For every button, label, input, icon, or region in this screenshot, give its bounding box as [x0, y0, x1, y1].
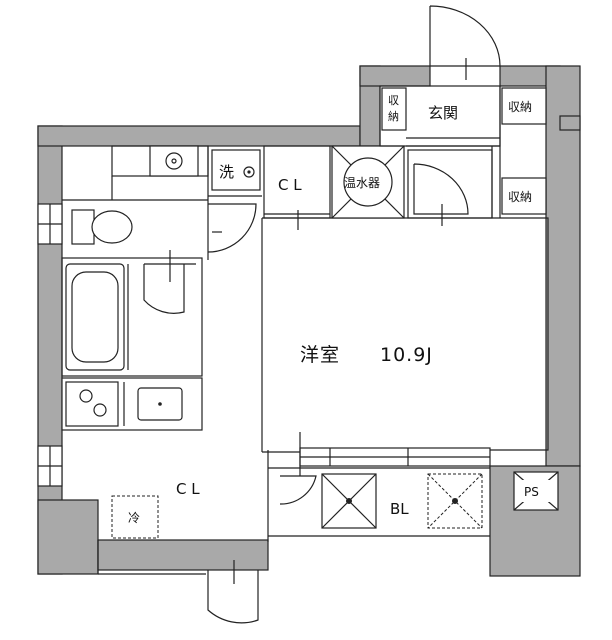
closet-center	[263, 145, 331, 219]
ac-unit-outdoor	[427, 473, 483, 529]
closet-bottom-label: C L	[176, 480, 200, 498]
ps-label: PS	[524, 485, 539, 499]
closet-center-label: C L	[278, 176, 302, 194]
inner-lines	[261, 217, 549, 542]
bath-area	[61, 250, 203, 377]
sink	[137, 387, 183, 421]
stove	[65, 381, 119, 427]
washer-box	[211, 149, 261, 191]
water-heater-tank	[343, 157, 393, 207]
storage-top-left-label-1: 収	[388, 94, 399, 107]
wall-top-left	[37, 125, 361, 147]
washer-label: 洗	[219, 163, 234, 181]
balcony-area: BL PS	[321, 471, 559, 529]
burner-icon	[93, 403, 107, 417]
bath-door[interactable]	[143, 264, 185, 314]
room-outline	[262, 217, 549, 451]
wall-bottom	[97, 539, 269, 571]
entrance-area: 収 納 玄関 収納 収納	[379, 5, 547, 226]
wall-right	[545, 65, 581, 467]
fridge-label: 冷	[128, 511, 140, 525]
burner-icon	[79, 389, 93, 403]
toilet-bowl	[91, 210, 133, 244]
closet-heater-area: C L 温水器	[263, 145, 405, 230]
storage-right-label: 収納	[508, 190, 532, 204]
toilet-tank	[71, 209, 95, 245]
storage-top-right	[501, 87, 547, 125]
bathtub	[65, 263, 125, 371]
room-door[interactable]	[279, 475, 317, 505]
kitchen-counter	[61, 377, 203, 431]
wall-entrance-top	[359, 65, 431, 87]
washbasin	[149, 145, 199, 177]
washer-drain-icon	[243, 166, 255, 178]
balcony-label: BL	[390, 500, 409, 518]
wall-left	[37, 125, 63, 575]
wall-bottom-left	[37, 499, 99, 575]
storage-top-left	[381, 87, 407, 131]
fridge-space	[111, 495, 159, 539]
toilet-door[interactable]	[207, 203, 257, 253]
kitchen-area: 冷 C L	[37, 377, 317, 624]
western-room-label: 洋室	[300, 344, 340, 366]
hall-door[interactable]	[413, 163, 469, 215]
storage-top-right-label: 収納	[508, 100, 532, 114]
water-heater-label: 温水器	[344, 176, 380, 190]
entrance-label: 玄関	[428, 104, 458, 122]
bottom-door[interactable]	[207, 570, 259, 624]
wall-right-notch	[559, 115, 581, 131]
western-room-size: 10.9J	[380, 344, 433, 366]
storage-right	[501, 177, 547, 215]
storage-top-left-label-2: 納	[388, 110, 399, 123]
front-door[interactable]	[429, 5, 501, 67]
sanitary-area: 洗	[37, 145, 262, 260]
walls	[37, 65, 581, 577]
